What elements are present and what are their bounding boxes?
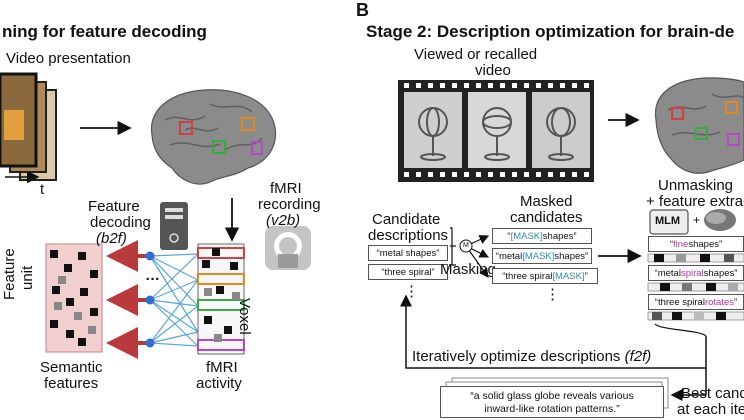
result-feature-bar-2 [647,282,744,292]
time-axis-label: t [40,181,45,198]
masked-text: “three spiral [502,270,553,282]
result-box-2: “metal spiral shapes” [648,265,744,281]
semantic-features-label-1: Semantic [40,359,103,376]
unmasking-label-1: Unmasking [658,177,734,194]
iterate-text: Iteratively optimize descriptions [412,348,621,365]
result-text: “three spiral [654,296,705,308]
masked-candidates-label-2: candidates [510,209,583,226]
mask-token: [MASK] [510,230,543,242]
unmasked-word: spiral [680,267,704,279]
best-candidate-label-2: at each ite [677,401,744,418]
video-frames-stack [0,72,57,181]
f2f-code: (f2f) [624,348,652,365]
result-feature-bar-3 [647,311,744,321]
result-text: shapes” [688,238,723,250]
candidate-descriptions-label-2: descriptions [368,227,449,244]
mri-scanner-icon [265,226,311,270]
network-node [145,295,155,305]
results-bracket [654,323,707,337]
unmasking-label-2: + feature extracti [646,193,744,210]
network-cloud-icon [704,209,736,231]
masked-text: ” [584,270,588,282]
mask-token: [MASK] [552,270,585,282]
semantic-feature-matrix [45,243,103,353]
viewed-recalled-label-2: video [475,62,511,79]
result-text: ” [734,296,738,308]
candidates-vdots: ⋮ [404,283,419,300]
fmri-recording-label-2: recording [258,196,321,213]
candidate-box-2: “three spiral” [368,264,448,280]
network-node [145,251,155,261]
mask-token: [MASK] [522,250,555,262]
fmri-activity-label-2: activity [196,375,242,392]
masked-text: shapes” [542,230,577,242]
candidate-descriptions-label-1: Candidate [372,211,441,228]
feature-decoding-label-1: Feature [88,198,140,215]
fmri-activity-label-1: fMRI [206,359,238,376]
voxel-label: Voxel [236,298,253,335]
panel-b-letter: B [356,0,369,20]
final-description-line-2: inward-like rotation patterns.” [484,403,620,415]
mask-operator-circle [459,239,473,253]
result-text: “metal [654,267,681,279]
decoder-network [149,253,199,347]
viewed-recalled-label-1: Viewed or recalled [414,46,538,63]
best-candidate-label-1: Best cand [681,385,744,402]
b2f-code: (b2f) [96,230,127,247]
brain-image-a [150,89,277,185]
brain-image-b [654,77,744,174]
masked-box-3: “three spiral [MASK]” [492,268,598,284]
v2b-code: (v2b) [266,212,301,229]
plus-sign: + [693,213,701,227]
result-feature-bar-1 [647,253,744,263]
final-description-card: “a solid glass globe reveals various inw… [440,386,664,418]
computer-icon [160,202,188,250]
feature-unit-label-2: unit [19,265,36,290]
nodes-ellipsis: … [145,267,160,284]
masked-text: shapes” [554,250,589,262]
result-text: shapes” [703,267,738,279]
panel-b-title: Stage 2: Description optimization for br… [366,22,735,41]
mlm-label: MLM [655,215,681,227]
feature-decoding-label-2: decoding [90,214,151,231]
feature-unit-label-1: Feature [1,248,18,300]
fmri-recording-label-1: fMRI [270,180,302,197]
film-strip [398,80,594,182]
result-box-3: “three spiral rotates” [648,294,744,310]
masked-text: “metal [495,250,523,262]
semantic-features-label-2: features [44,375,99,392]
network-node [145,338,155,348]
iteration-loop-arrow [400,294,707,369]
masking-label: Masking [440,261,496,278]
unmasked-word: rotates [704,296,735,308]
final-description-line-1: “a solid glass globe reveals various [470,390,634,402]
mask-operator-symbol: M [463,242,469,249]
fmri-activity-matrix [197,243,245,355]
panel-a-title: ning for feature decoding [2,22,207,41]
masked-candidates-label-1: Masked [520,193,573,210]
mlm-icon [649,209,689,235]
masked-box-1: “[MASK] shapes” [492,228,592,244]
video-presentation-label: Video presentation [6,50,131,67]
result-box-1: “fine shapes” [648,236,744,252]
unmasked-word: fine [673,238,689,250]
candidate-box-1: “metal shapes” [368,245,448,261]
masked-vdots: ⋮ [545,286,560,303]
iterate-label: Iteratively optimize descriptions (f2f) [412,349,651,364]
masked-box-2: “metal [MASK] shapes” [492,248,592,264]
